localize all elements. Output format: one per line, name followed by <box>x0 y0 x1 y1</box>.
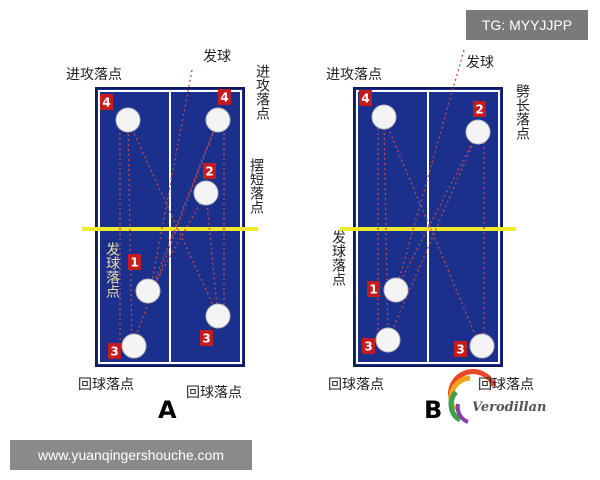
panel-b-court-group: 4 2 1 3 3 <box>340 49 516 367</box>
balls-a <box>115 107 231 359</box>
attack-landing-b: 进攻落点 <box>326 67 382 83</box>
badge-b-1: 1 <box>369 283 377 297</box>
long-landing-b: 劈长落点 <box>514 84 530 140</box>
ball <box>115 107 141 133</box>
ball <box>465 119 491 145</box>
logo-swirl-icon <box>448 369 497 424</box>
ball <box>205 107 231 133</box>
badge-b-2: 2 <box>475 103 483 117</box>
attack-landing-right-a: 进攻落点 <box>254 64 270 120</box>
return-landing-right-a: 回球落点 <box>186 385 242 401</box>
badges-a: 4 4 2 1 3 3 <box>100 89 231 359</box>
ball <box>193 180 219 206</box>
badge-a-3-left: 3 <box>110 345 118 359</box>
badge-b-3-right: 3 <box>456 343 464 357</box>
ball <box>383 277 409 303</box>
badges-b: 4 2 1 3 3 <box>359 90 486 357</box>
short-landing-a: 摆短落点 <box>248 158 264 214</box>
ball <box>371 104 397 130</box>
badge-a-4-right: 4 <box>220 91 228 105</box>
serve-landing-a: 发球落点 <box>104 242 120 298</box>
attack-landing-left-a: 进攻落点 <box>66 67 122 83</box>
serve-label-b: 发球 <box>466 55 494 71</box>
trajectories-a <box>119 69 225 347</box>
serve-label-a: 发球 <box>203 49 231 65</box>
ball <box>121 333 147 359</box>
trajectories-b <box>377 49 485 347</box>
balls-b <box>371 104 495 359</box>
return-landing-right-b: 回球落点 <box>478 377 534 393</box>
badge-a-3-right: 3 <box>202 332 210 346</box>
badge-b-3-left: 3 <box>364 340 372 354</box>
watermark-tag: TG: MYYJJPP <box>466 10 588 40</box>
panel-a-letter: A <box>158 396 177 424</box>
ball <box>135 278 161 304</box>
panel-a-court-group: 4 4 2 1 3 3 <box>82 69 258 367</box>
ball <box>205 303 231 329</box>
badge-b-4: 4 <box>361 92 369 106</box>
return-landing-left-b: 回球落点 <box>328 377 384 393</box>
return-landing-left-a: 回球落点 <box>78 377 134 393</box>
ball <box>375 327 401 353</box>
serve-landing-b: 发球落点 <box>330 230 346 286</box>
panel-b-letter: B <box>424 396 443 424</box>
badge-a-2: 2 <box>205 165 213 179</box>
badge-a-4-left: 4 <box>102 96 110 110</box>
badge-a-1: 1 <box>130 256 138 270</box>
logo-text: Verodillan <box>472 400 547 415</box>
ball <box>469 333 495 359</box>
website-footer: www.yuanqingershouche.com <box>10 440 252 470</box>
